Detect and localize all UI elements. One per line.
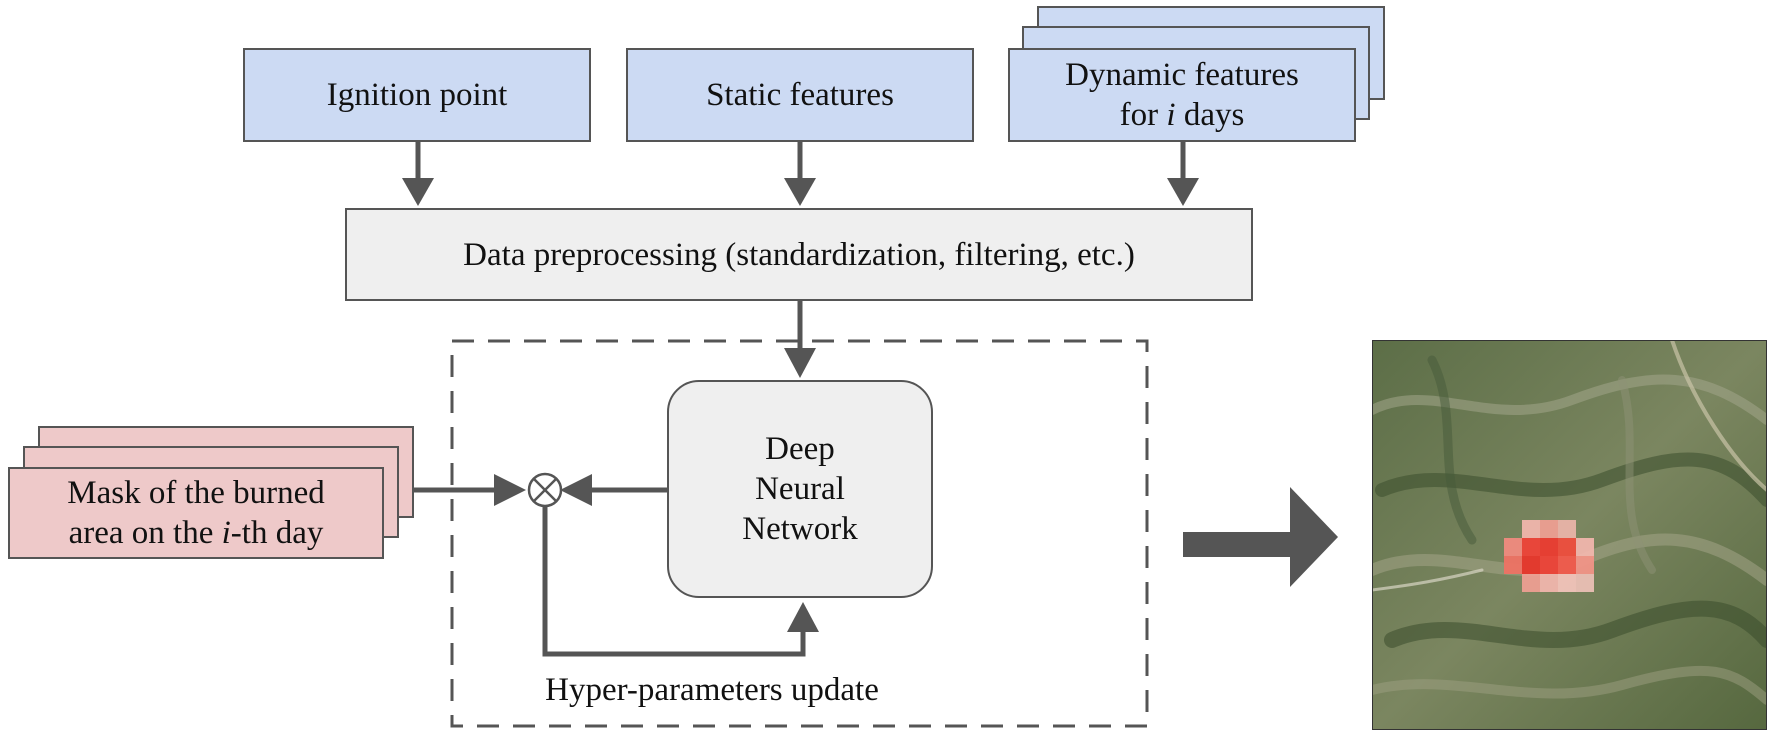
arrow-hyperparameter-feedback [542, 506, 819, 657]
ignition-point-label: Ignition point [326, 77, 508, 113]
arrow-preprocessing-to-network [784, 300, 816, 378]
mask-label: Mask of the burned area on the i-th day [67, 475, 325, 551]
static-features-box [626, 48, 974, 142]
ignition-point-box [243, 48, 591, 142]
dynamic-features-box [1008, 48, 1356, 142]
preprocessing-label: Data preprocessing (standardization, fil… [463, 236, 1135, 273]
burned-area-mask [1504, 520, 1594, 592]
dynamic-features-label: Dynamic features for i days [1065, 57, 1299, 133]
multiply-operator-icon [527, 472, 563, 508]
mask-box [8, 467, 384, 559]
output-arrow-icon [1183, 487, 1338, 587]
arrow-ignition-to-preprocessing [402, 140, 434, 206]
hyperparameters-update-label: Hyper-parameters update [545, 672, 879, 708]
satellite-map-image [1372, 340, 1767, 730]
preprocessing-box [345, 208, 1253, 301]
arrow-mask-to-operator [398, 474, 526, 506]
arrow-static-to-preprocessing [784, 140, 816, 206]
arrow-dynamic-to-preprocessing [1167, 140, 1199, 206]
static-features-label: Static features [706, 77, 894, 113]
deep-neural-network-box [667, 380, 933, 598]
deep-neural-network-label: Deep Neural Network [742, 431, 858, 547]
arrow-network-to-operator [560, 474, 667, 506]
